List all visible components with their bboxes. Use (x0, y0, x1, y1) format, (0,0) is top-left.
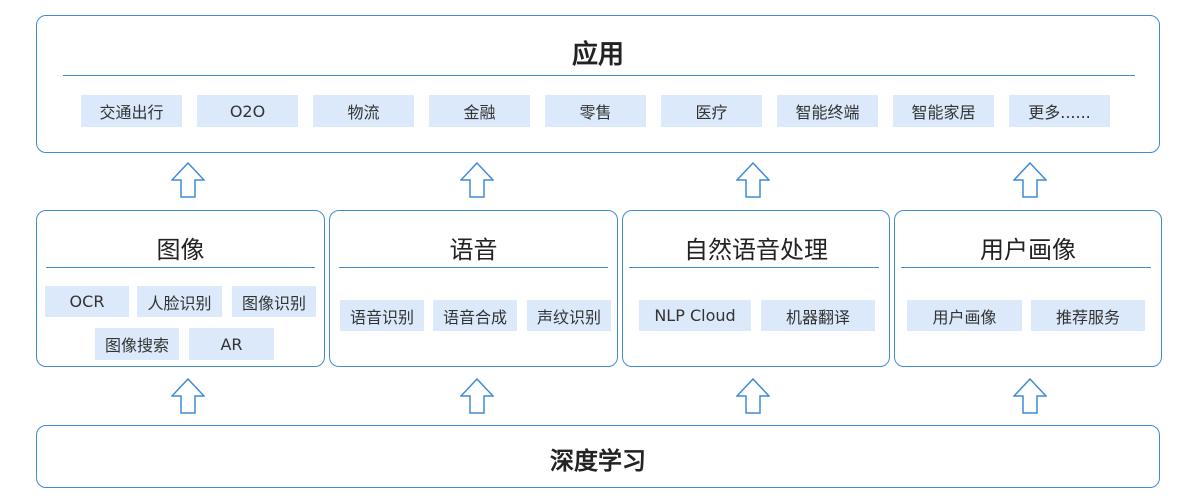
speech-module-title: 语音 (449, 236, 498, 264)
profile-tag-recommendation: 推荐服务 (1031, 300, 1145, 331)
profile-tag-user-profile: 用户画像 (907, 300, 1022, 331)
application-layer-panel: 应用 交通出行 O2O 物流 金融 零售 医疗 智能终端 智能家居 更多....… (36, 15, 1160, 153)
image-tag-image-recognition: 图像识别 (232, 286, 316, 317)
app-tag-medical: 医疗 (661, 95, 762, 127)
deep-learning-layer-title: 深度学习 (550, 447, 646, 475)
application-layer-divider (63, 75, 1135, 76)
user-profile-module-panel: 用户画像 用户画像 推荐服务 (894, 210, 1162, 367)
nlp-module-title: 自然语音处理 (684, 236, 828, 264)
app-tag-smart-terminal: 智能终端 (777, 95, 878, 127)
up-arrow-icon (1013, 378, 1047, 414)
image-module-divider (46, 267, 315, 268)
up-arrow-icon (736, 162, 770, 198)
image-module-panel: 图像 OCR 人脸识别 图像识别 图像搜索 AR (36, 210, 325, 367)
image-module-title: 图像 (156, 236, 205, 264)
up-arrow-icon (1013, 162, 1047, 198)
speech-module-panel: 语音 语音识别 语音合成 声纹识别 (329, 210, 618, 367)
image-tag-image-search: 图像搜索 (95, 328, 179, 360)
speech-tag-voiceprint: 声纹识别 (527, 300, 611, 331)
app-tag-smart-home: 智能家居 (893, 95, 994, 127)
speech-tag-synthesis: 语音合成 (433, 300, 517, 331)
app-tag-finance: 金融 (429, 95, 530, 127)
up-arrow-icon (171, 162, 205, 198)
user-profile-module-divider (901, 267, 1151, 268)
application-layer-title: 应用 (571, 40, 624, 70)
app-tag-traffic: 交通出行 (81, 95, 182, 127)
image-tag-ar: AR (189, 328, 274, 360)
speech-tag-recognition: 语音识别 (340, 300, 424, 331)
app-tag-more: 更多...... (1009, 95, 1110, 127)
deep-learning-layer-panel: 深度学习 (36, 425, 1160, 488)
up-arrow-icon (171, 378, 205, 414)
nlp-tag-machine-translation: 机器翻译 (761, 300, 875, 331)
up-arrow-icon (460, 162, 494, 198)
up-arrow-icon (460, 378, 494, 414)
app-tag-retail: 零售 (545, 95, 646, 127)
user-profile-module-title: 用户画像 (980, 236, 1076, 264)
image-tag-face-recognition: 人脸识别 (137, 286, 222, 317)
image-tag-ocr: OCR (45, 286, 129, 317)
nlp-tag-nlp-cloud: NLP Cloud (639, 300, 751, 331)
speech-module-divider (339, 267, 608, 268)
nlp-module-panel: 自然语音处理 NLP Cloud 机器翻译 (622, 210, 890, 367)
up-arrow-icon (736, 378, 770, 414)
nlp-module-divider (629, 267, 879, 268)
app-tag-logistics: 物流 (313, 95, 414, 127)
app-tag-o2o: O2O (197, 95, 298, 127)
